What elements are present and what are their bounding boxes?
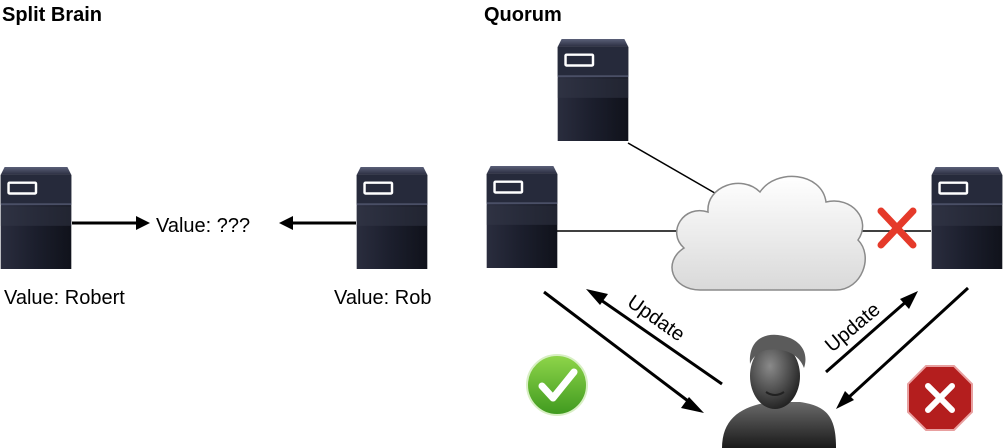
- left-server-icon: [0, 167, 72, 269]
- quorum-right-server-icon: [931, 167, 1003, 269]
- left-arrowhead: [136, 216, 150, 230]
- left-server-value: Value: Robert: [4, 287, 125, 309]
- top-server-link: [627, 142, 721, 197]
- right-server-to-user-arrow: [846, 286, 970, 400]
- user-to-right-server-arrowhead: [900, 291, 918, 309]
- failure-x-octagon-icon: [907, 365, 973, 431]
- split-brain-conflict-value: Value: ???: [156, 215, 251, 237]
- right-server-to-user-arrowhead: [836, 391, 854, 409]
- user-icon: [722, 334, 836, 448]
- split-brain-title: Split Brain: [2, 4, 103, 26]
- quorum-top-server-icon: [557, 39, 629, 141]
- user-to-right-server-arrow: [825, 298, 909, 374]
- right-server-icon: [356, 167, 428, 269]
- network-cloud-icon: [671, 175, 866, 291]
- user-to-left-server-arrowhead: [586, 289, 608, 305]
- quorum-title: Quorum: [484, 4, 562, 26]
- left-server-to-user-arrowhead: [681, 397, 704, 413]
- right-arrowhead: [279, 216, 293, 230]
- right-server-value: Value: Rob: [334, 287, 432, 309]
- success-check-icon: [526, 354, 588, 416]
- red-x-icon: [877, 207, 917, 249]
- quorum-left-server-icon: [486, 166, 558, 268]
- user-to-left-server-arrow: [597, 296, 723, 386]
- left-server-to-user-arrow: [543, 290, 693, 406]
